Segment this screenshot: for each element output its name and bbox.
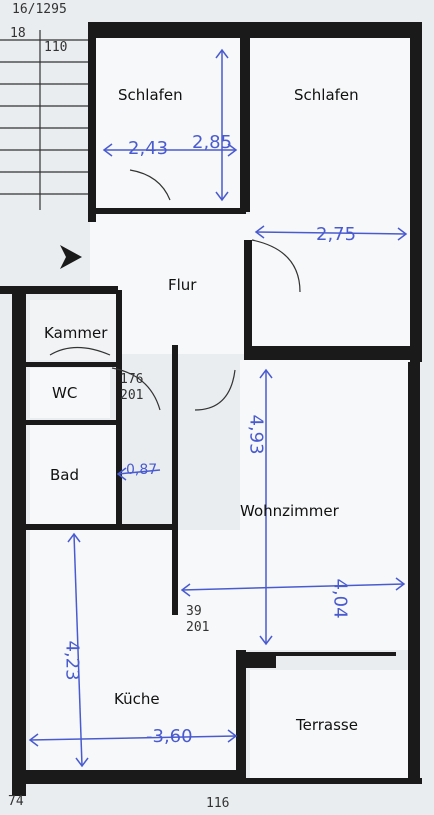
room-kammer [30,300,120,360]
wall-living-top [244,346,422,360]
dimension-lines [28,48,408,768]
dim-label-schlafen-1-height: 2,85 [192,132,233,153]
door-wc [111,367,161,411]
wall-flur-left [172,345,178,615]
walls [0,22,422,796]
room-wc [30,368,110,418]
dim-line-wohnzimmer-width [181,583,405,591]
dim-line-kueche-width [29,735,237,741]
note-bottom-mid: 116 [206,796,230,811]
dim-label-bad-width: 0,87 [126,462,158,478]
note-wc-1: 176 [120,372,144,387]
dim-line-kueche-height [73,533,83,767]
wall-terrasse-top [240,652,276,668]
room-label-flur: Flur [168,276,197,294]
wall-left-top [88,22,96,222]
room-bad [30,425,120,525]
dim-label-kueche-width: -3,60 [146,726,193,747]
note-kitchen-door-1: 39 [186,604,202,619]
wall-bad-bottom [26,524,176,530]
room-terrasse [250,670,410,780]
room-label-schlafen-right: Schlafen [294,86,359,104]
door-flur-bottom [194,369,236,411]
room-label-kueche: Küche [114,690,160,708]
wall-wc-top [26,362,116,367]
note-bottom-left: 74 [8,794,24,809]
wall-kitchen-right [236,650,246,780]
dim-label-wohnzimmer-width: 4,04 [329,578,351,619]
room-schlafen-right [250,38,410,348]
note-top-left-2: 110 [44,40,68,55]
door-kammer [49,346,111,356]
door-schlafen [129,169,171,201]
note-top-code: 16/1295 [12,2,67,17]
dim-label-kueche-height: 4,23 [61,640,83,681]
wall-left-main [12,286,26,796]
room-label-terrasse: Terrasse [296,716,358,734]
dim-label-schlafen-1-width: 2,43 [128,138,169,159]
room-label-bad: Bad [50,466,80,484]
wall-schlafen-bottom [96,208,246,214]
room-label-wohnzimmer: Wohnzimmer [240,502,339,520]
wall-right-lower [408,362,420,782]
wall-terrasse-top-2 [276,652,396,656]
room-wohnzimmer [240,360,410,650]
wall-mid-vertical [240,22,250,212]
wall-top [88,22,418,38]
door-flur-right [251,239,301,293]
dim-label-schlafen-2-width: 2,75 [316,224,357,245]
wall-right [410,22,422,362]
room-kueche [30,530,240,770]
wall-flur-right [244,240,252,352]
wall-bad-right [116,290,122,526]
note-top-left: 18 [10,26,26,41]
wall-bad-top [26,420,121,425]
room-label-schlafen-left: Schlafen [118,86,183,104]
note-wc-2: 201 [120,388,144,403]
wall-bottom-right [246,778,422,784]
room-schlafen-left [96,38,246,210]
entrance-arrow-icon [60,245,82,269]
room-label-wc: WC [52,384,78,402]
doors [49,169,301,411]
dim-line-bad-width [117,469,161,475]
room-label-kammer: Kammer [44,324,108,342]
note-kitchen-door-2: 201 [186,620,210,635]
wall-kammer-top [0,286,118,294]
staircase [0,30,90,210]
wall-bottom [26,770,246,784]
dim-label-wohnzimmer-height: 4,93 [245,414,267,455]
dim-line-schlafen-2-width [255,231,407,235]
